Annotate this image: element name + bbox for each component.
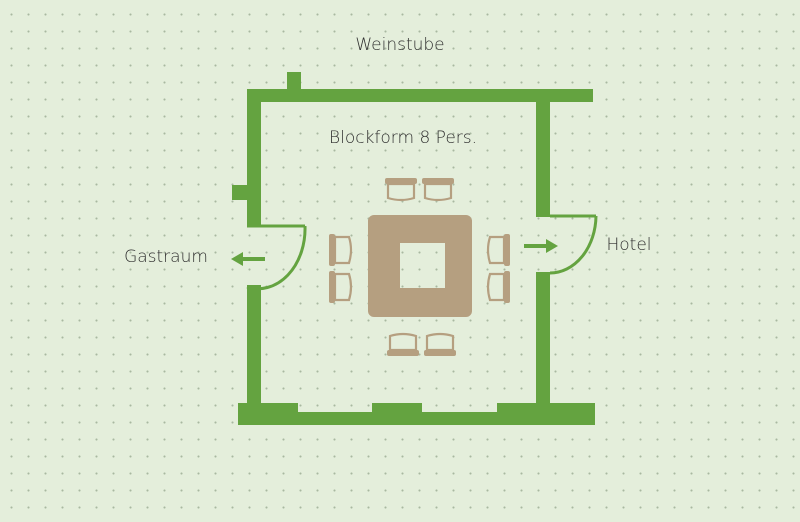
room-walls (232, 72, 595, 425)
chair-bottom-1 (385, 332, 421, 358)
chair-right-1 (486, 232, 512, 268)
wall-right-lower (536, 272, 550, 420)
wall-top (247, 89, 593, 102)
wall-right-upper (536, 89, 550, 217)
wall-bottom-pillar-mid (372, 403, 422, 425)
chair-right-2 (486, 269, 512, 305)
wall-bottom-pillar-left (238, 403, 298, 425)
door-gastraum[interactable] (246, 224, 307, 291)
chair-top-2 (420, 176, 456, 202)
arrow-left-icon (231, 252, 265, 266)
wall-left-upper (247, 89, 261, 226)
room-label-hotel: Hotel (606, 235, 651, 255)
wall-left-stub (232, 185, 250, 200)
chair-bottom-2 (422, 332, 458, 358)
room-label-weinstube: Weinstube (355, 35, 444, 55)
wall-left-lower (247, 285, 261, 420)
chair-left-2 (327, 269, 353, 305)
chair-top-1 (383, 176, 419, 202)
chair-left-1 (327, 232, 353, 268)
arrow-right-icon (524, 239, 558, 253)
block-table (368, 215, 472, 317)
wall-bottom-pillar-right (497, 403, 595, 425)
arrangement-label: Blockform 8 Pers. (329, 128, 477, 148)
door-hotel[interactable] (549, 214, 598, 275)
room-label-gastraum: Gastraum (124, 247, 208, 267)
wall-top-stub (287, 72, 301, 92)
